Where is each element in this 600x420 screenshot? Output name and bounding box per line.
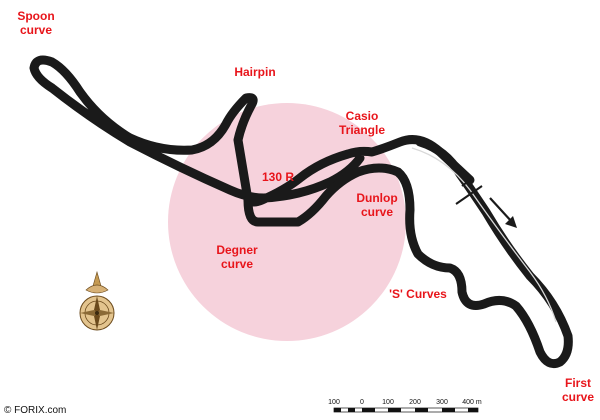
scale-bar: 100 0 100 200 300 400 m [328, 399, 482, 413]
label-s-curves: 'S' Curves [389, 287, 447, 301]
label-dunlop-line2: curve [361, 205, 393, 219]
start-finish-tick [461, 179, 471, 187]
scale-tick-label: 200 [409, 399, 421, 406]
scale-tick-label: 0 [360, 399, 364, 406]
label-degner-line2: curve [221, 257, 253, 271]
scale-tick-label: 100 [382, 399, 394, 406]
label-casio-line1: Casio [346, 109, 379, 123]
start-finish-line [455, 185, 483, 205]
label-spoon-line1: Spoon [17, 9, 54, 23]
copyright-text: © FORIX.com [4, 405, 66, 416]
label-130r: 130 R [262, 170, 294, 184]
label-spoon-line2: curve [20, 23, 52, 37]
label-first-line2: curve [562, 390, 594, 404]
label-degner-line1: Degner [216, 243, 258, 257]
track-highlight-line [411, 147, 557, 323]
scale-tick-label: 100 [328, 399, 340, 406]
label-dunlop-line1: Dunlop [356, 191, 397, 205]
scale-tick-label: 400 m [462, 399, 482, 406]
track-lower-section [243, 137, 573, 369]
compass-rose-icon [79, 270, 115, 331]
arrow-down-right [489, 197, 517, 228]
track-main-loop [29, 55, 475, 207]
label-casio-line2: Triangle [339, 123, 385, 137]
scale-tick-label: 300 [436, 399, 448, 406]
label-first-line1: First [565, 376, 591, 390]
label-hairpin: Hairpin [234, 65, 275, 79]
track [29, 55, 573, 369]
